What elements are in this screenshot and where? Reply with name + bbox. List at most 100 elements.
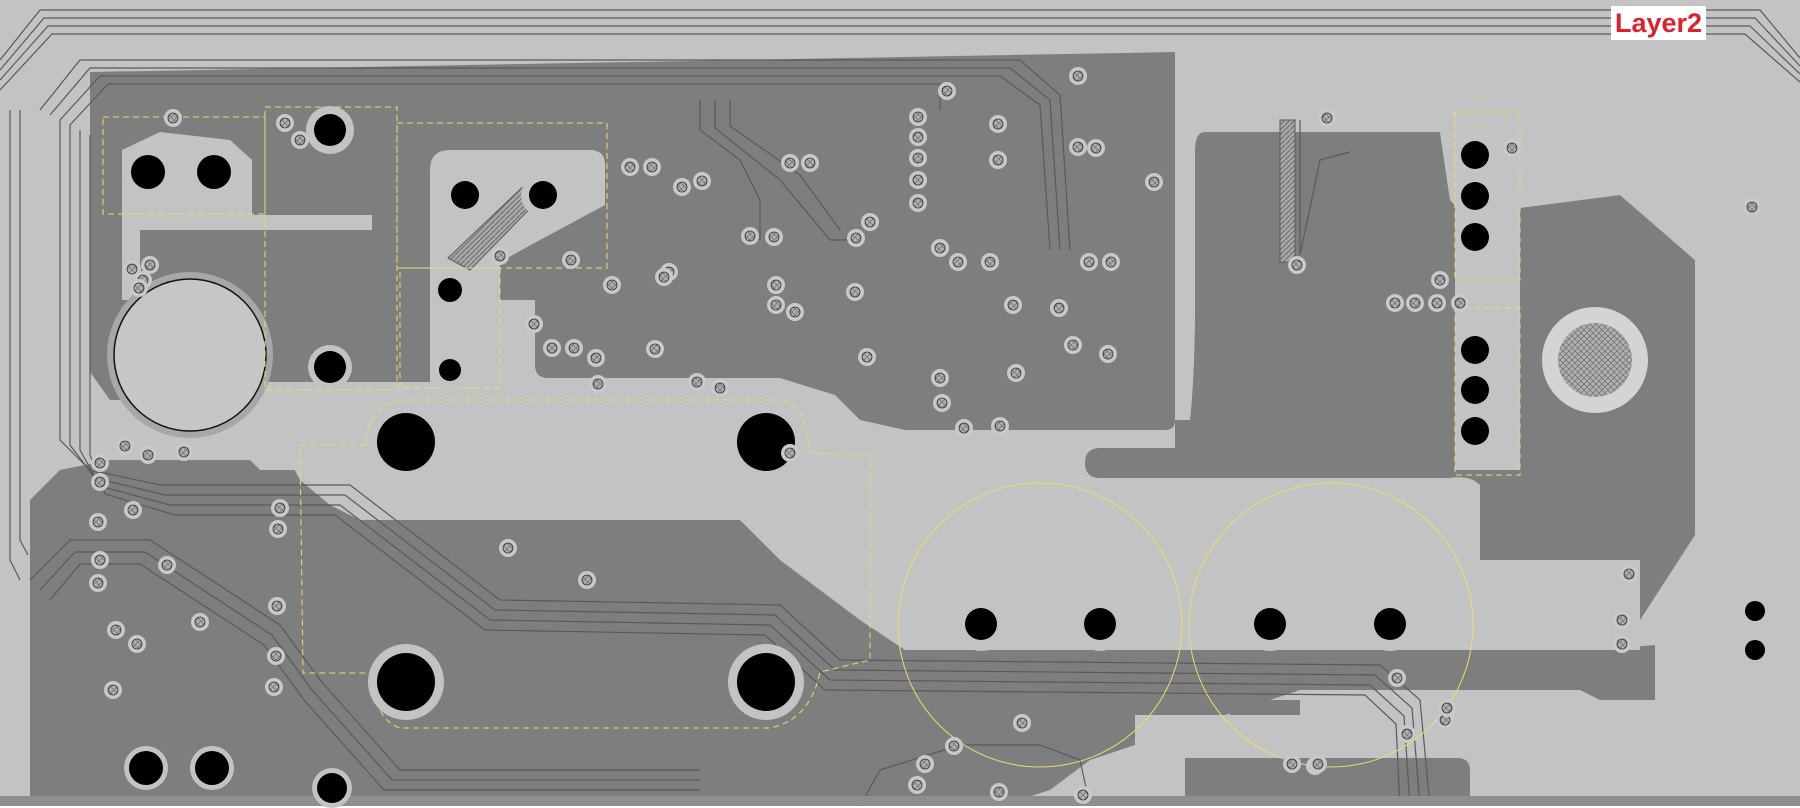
trace-mid-fan-1 — [699, 100, 761, 240]
trace-left-v2 — [69, 125, 1421, 807]
bottom-margin — [0, 806, 1800, 808]
via-drill — [624, 161, 636, 173]
via-drill — [127, 504, 139, 516]
via-drill — [268, 681, 280, 693]
pad — [529, 181, 557, 209]
via-drill — [1077, 789, 1089, 801]
pad — [377, 413, 435, 471]
via-drill — [606, 279, 618, 291]
outline-connector-j2 — [1454, 307, 1521, 476]
via-drill — [912, 111, 924, 123]
component-outlines — [102, 106, 1521, 768]
via-drill — [948, 740, 960, 752]
via-drill — [110, 624, 122, 636]
trace-outer-2 — [0, 17, 1800, 71]
island-left-upper — [122, 132, 372, 300]
via-drill — [119, 440, 131, 452]
via-drill — [590, 352, 602, 364]
via-drill — [294, 134, 306, 146]
via-drill — [789, 306, 801, 318]
via-drill — [1616, 638, 1628, 650]
via-drill — [167, 112, 179, 124]
via-drill — [994, 420, 1006, 432]
via-drill — [911, 779, 923, 791]
via-drill — [142, 449, 154, 461]
via-drill — [270, 650, 282, 662]
trace-bottom-3 — [49, 563, 700, 791]
via-drill — [1616, 614, 1628, 626]
via-drill — [279, 117, 291, 129]
via-drill — [274, 502, 286, 514]
via-drill — [941, 85, 953, 97]
via-drill — [770, 279, 782, 291]
via-drill — [1391, 672, 1403, 684]
via-drill — [1016, 717, 1028, 729]
via-drill — [649, 343, 661, 355]
via-drill — [696, 175, 708, 187]
mounting-hole-left — [107, 272, 273, 438]
trace-inner-3 — [59, 75, 1051, 251]
trace-bottom-4 — [859, 744, 1091, 807]
pad — [737, 653, 795, 711]
outline-u3 — [396, 122, 608, 269]
via-drill — [1286, 758, 1298, 770]
copper-pours — [30, 52, 1695, 806]
via-drill — [993, 786, 1005, 798]
via-drill — [194, 616, 206, 628]
via-drill — [984, 256, 996, 268]
trace-right-stub-2 — [1299, 120, 1351, 256]
pad — [314, 114, 346, 146]
via-drill — [691, 376, 703, 388]
trace-bottom-2 — [39, 551, 700, 781]
pad — [1374, 608, 1406, 640]
trace-left-v3 — [79, 130, 1411, 807]
pad — [1745, 640, 1765, 660]
trace-outer-5 — [9, 110, 21, 581]
via-drill — [912, 197, 924, 209]
via-drill — [1321, 112, 1333, 124]
layer-label: Layer2 — [1611, 6, 1707, 40]
via-drill — [565, 254, 577, 266]
pad — [1084, 608, 1116, 640]
via-drill — [1389, 297, 1401, 309]
via-drill — [1401, 728, 1413, 740]
via-drill — [1434, 274, 1446, 286]
pad — [1254, 608, 1286, 640]
via-drill — [178, 446, 190, 458]
pad — [1461, 417, 1489, 445]
via-drill — [934, 242, 946, 254]
pad — [1461, 376, 1489, 404]
pad — [131, 155, 165, 189]
via-drill — [912, 131, 924, 143]
vias — [89, 67, 1761, 804]
via-drill — [494, 250, 506, 262]
via-drill — [1090, 142, 1102, 154]
pad — [197, 155, 231, 189]
trace-outer-3 — [0, 25, 1800, 81]
bottom-edge-strip — [0, 796, 1800, 806]
through-hole-pads — [123, 106, 1765, 808]
via-drill — [1010, 367, 1022, 379]
via-drill — [912, 152, 924, 164]
pad — [1461, 141, 1489, 169]
pad — [129, 751, 163, 785]
via-drill — [1072, 141, 1084, 153]
via-drill — [646, 161, 658, 173]
via-drill — [1083, 256, 1095, 268]
pad — [377, 653, 435, 711]
pad — [317, 773, 347, 803]
pad — [451, 181, 479, 209]
pad — [1461, 336, 1489, 364]
via-drill — [861, 351, 873, 363]
via-drill — [658, 271, 670, 283]
via-drill — [1007, 299, 1019, 311]
via-drill — [744, 230, 756, 242]
via-drill — [768, 231, 780, 243]
pad — [1461, 182, 1489, 210]
via-drill — [1746, 201, 1758, 213]
trace-mid-fan-3 — [729, 100, 841, 231]
pad — [737, 413, 795, 471]
via-drill — [1623, 568, 1635, 580]
trace-outer-6 — [19, 110, 29, 556]
